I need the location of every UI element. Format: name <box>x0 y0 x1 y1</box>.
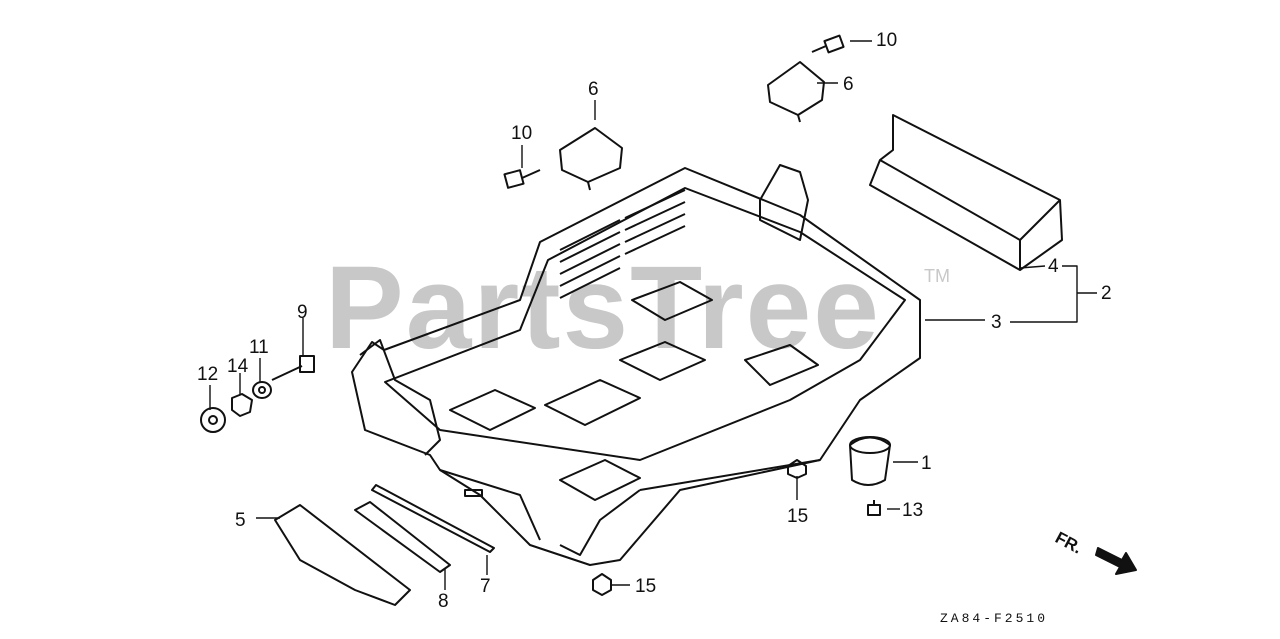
callout-7: 7 <box>480 576 491 597</box>
bolt-part-10-left <box>503 169 541 189</box>
callout-1: 1 <box>921 453 932 474</box>
nut-part-15-bottom <box>592 573 612 596</box>
nut-part-15-mid <box>787 459 807 479</box>
callout-6-left: 6 <box>588 79 599 100</box>
tool-part-8 <box>354 501 451 573</box>
callout-15-mid: 15 <box>787 506 809 527</box>
callout-9: 9 <box>297 302 308 323</box>
callout-12: 12 <box>197 364 219 385</box>
callout-13: 13 <box>902 500 924 521</box>
grommet-part-12 <box>200 407 226 433</box>
front-direction-arrow-icon <box>1095 547 1137 575</box>
callout-5: 5 <box>235 510 246 531</box>
callout-10-left: 10 <box>511 123 533 144</box>
callout-6-right: 6 <box>843 74 854 95</box>
drawing-code: ZA84-F2510 <box>940 611 1049 626</box>
callout-15-bottom: 15 <box>635 576 657 597</box>
mount-part-6-right <box>767 61 825 123</box>
bolt-part-9 <box>271 355 315 381</box>
foot-part-1 <box>849 436 891 486</box>
callout-11: 11 <box>249 337 269 358</box>
callout-8: 8 <box>438 591 449 612</box>
watermark-trademark: TM <box>924 266 950 286</box>
callout-14: 14 <box>227 356 249 377</box>
bolt-part-10-right <box>811 34 845 54</box>
callout-10-right: 10 <box>876 30 898 51</box>
screw-part-13 <box>867 500 881 516</box>
leader-lines <box>209 40 1097 590</box>
callout-2: 2 <box>1101 283 1112 304</box>
tool-part-7 <box>371 484 495 553</box>
cover-part-4 <box>869 114 1063 271</box>
callout-4: 4 <box>1048 256 1059 277</box>
washer-part-11 <box>252 381 272 399</box>
callout-3: 3 <box>991 312 1002 333</box>
nut-part-14 <box>231 393 253 417</box>
mount-part-6-left <box>559 127 623 191</box>
bracket-part-5 <box>274 504 411 606</box>
tray-part-3 <box>351 164 921 566</box>
